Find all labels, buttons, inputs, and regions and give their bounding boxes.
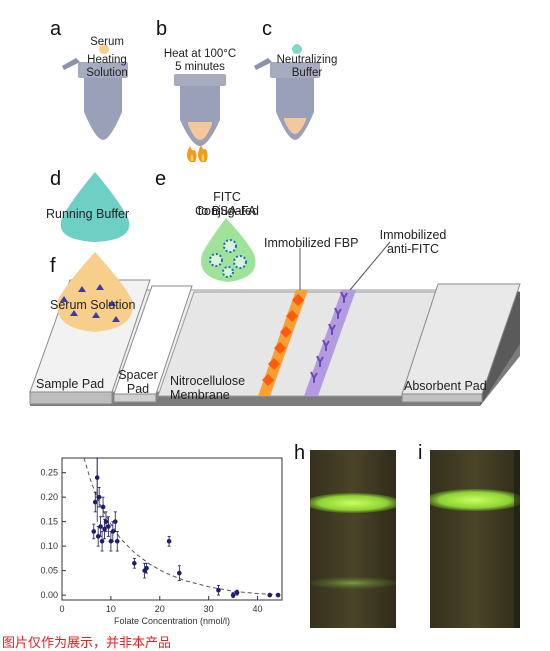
data-point xyxy=(98,524,103,529)
serum-drop-icon xyxy=(99,44,109,54)
x-axis-label: Folate Concentration (nmol/l) xyxy=(114,616,230,626)
antifitc-line1-label: Immobilized xyxy=(379,228,447,242)
data-point xyxy=(144,565,149,571)
x-tick-label: 20 xyxy=(155,604,165,614)
y-tick-label: 0.15 xyxy=(40,517,58,527)
heat-line1-label: Heat at 100°C xyxy=(163,48,237,60)
lateral-flow-strip-diagram xyxy=(29,172,521,406)
immobilized-fbp-label: Immobilized FBP xyxy=(264,236,359,250)
data-point xyxy=(132,560,137,566)
spacer-line1-label: Spacer xyxy=(118,368,158,382)
x-tick-label: 10 xyxy=(106,604,116,614)
disclaimer-text: 图片仅作为展示，并非本产品 xyxy=(2,635,172,650)
panel-label-d: d xyxy=(50,168,62,190)
data-point xyxy=(91,529,97,534)
neutralizing-buffer-label: Neutralizing Buffer xyxy=(276,54,338,79)
chart-frame xyxy=(61,457,283,601)
data-point xyxy=(106,524,111,529)
x-tick-label: 0 xyxy=(59,604,64,614)
spacer-line2-label: Pad xyxy=(126,382,150,396)
tube-c-icon xyxy=(254,44,320,140)
data-point xyxy=(110,529,116,534)
fitc-line2-label: to BSA-FA xyxy=(197,204,257,218)
data-point xyxy=(112,519,118,524)
data-point xyxy=(95,534,101,539)
serum-particles-icon xyxy=(60,284,120,322)
data-point xyxy=(216,587,221,593)
heat-line2-label: 5 minutes xyxy=(175,61,225,73)
test-band-h xyxy=(310,493,396,513)
tube-b-icon xyxy=(174,74,226,146)
serum-solution-label: Serum Solution xyxy=(50,298,136,312)
data-point xyxy=(230,592,236,598)
y-tick-label: 0.20 xyxy=(40,492,58,502)
tube-a-icon xyxy=(62,44,128,140)
running-buffer-label: Running Buffer xyxy=(46,207,130,221)
absorbent-pad-label: Absorbent Pad xyxy=(404,379,487,393)
data-point xyxy=(177,570,182,576)
x-tick-label: 30 xyxy=(204,604,214,614)
antifitc-control-line xyxy=(304,290,356,396)
tubes-illustration xyxy=(62,44,320,162)
antifitc-line2-label: anti-FITC xyxy=(386,242,440,256)
data-point xyxy=(92,499,98,505)
data-point xyxy=(234,590,240,595)
panel-label-e: e xyxy=(155,168,167,190)
buffer-drop-icon xyxy=(292,44,302,54)
data-point xyxy=(99,538,105,544)
conjugate-particles-icon xyxy=(209,239,247,278)
panel-label-a: a xyxy=(50,18,62,40)
sample-pad-label: Sample Pad xyxy=(36,377,105,391)
nitro-line1-label: Nitrocellulose xyxy=(170,374,246,388)
serum-label: Serum xyxy=(90,36,124,48)
antibody-markers-icon xyxy=(310,291,348,383)
y-tick-label: 0.10 xyxy=(40,541,58,551)
strip-photo-i xyxy=(430,450,520,628)
flame-icon xyxy=(187,145,208,162)
y-tick-label: 0.25 xyxy=(40,468,58,478)
panel-label-b: b xyxy=(156,18,168,40)
x-tick-label: 40 xyxy=(253,604,263,614)
y-tick-label: 0.00 xyxy=(40,590,58,600)
running-buffer-drop-icon xyxy=(60,172,130,242)
y-tick-label: 0.05 xyxy=(40,566,58,576)
folate-chart: 0 10 20 30 40 0.00 0.05 0.10 0.15 0.20 0.25Folate … xyxy=(40,457,283,626)
data-point xyxy=(114,538,120,544)
panel-label-i: i xyxy=(418,442,423,464)
fbp-markers-icon xyxy=(262,294,304,386)
control-band-h xyxy=(310,577,396,589)
data-point xyxy=(275,592,281,598)
panel-label-h: h xyxy=(294,442,306,464)
data-point xyxy=(166,538,172,544)
heating-solution-label: Heating Solution xyxy=(86,54,128,79)
data-point xyxy=(108,538,114,544)
data-point xyxy=(96,494,102,500)
panel-label-f: f xyxy=(50,255,56,277)
strip-photo-h xyxy=(310,450,396,628)
panel-label-c: c xyxy=(262,18,272,40)
data-point xyxy=(100,504,106,510)
data-point xyxy=(103,519,109,524)
serum-solution-drop-icon xyxy=(57,252,133,332)
test-band-i xyxy=(430,489,520,511)
fitc-line1-label: FITC Conjugated xyxy=(195,190,259,218)
nitro-line2-label: Membrane xyxy=(170,388,230,402)
data-point xyxy=(267,592,273,598)
